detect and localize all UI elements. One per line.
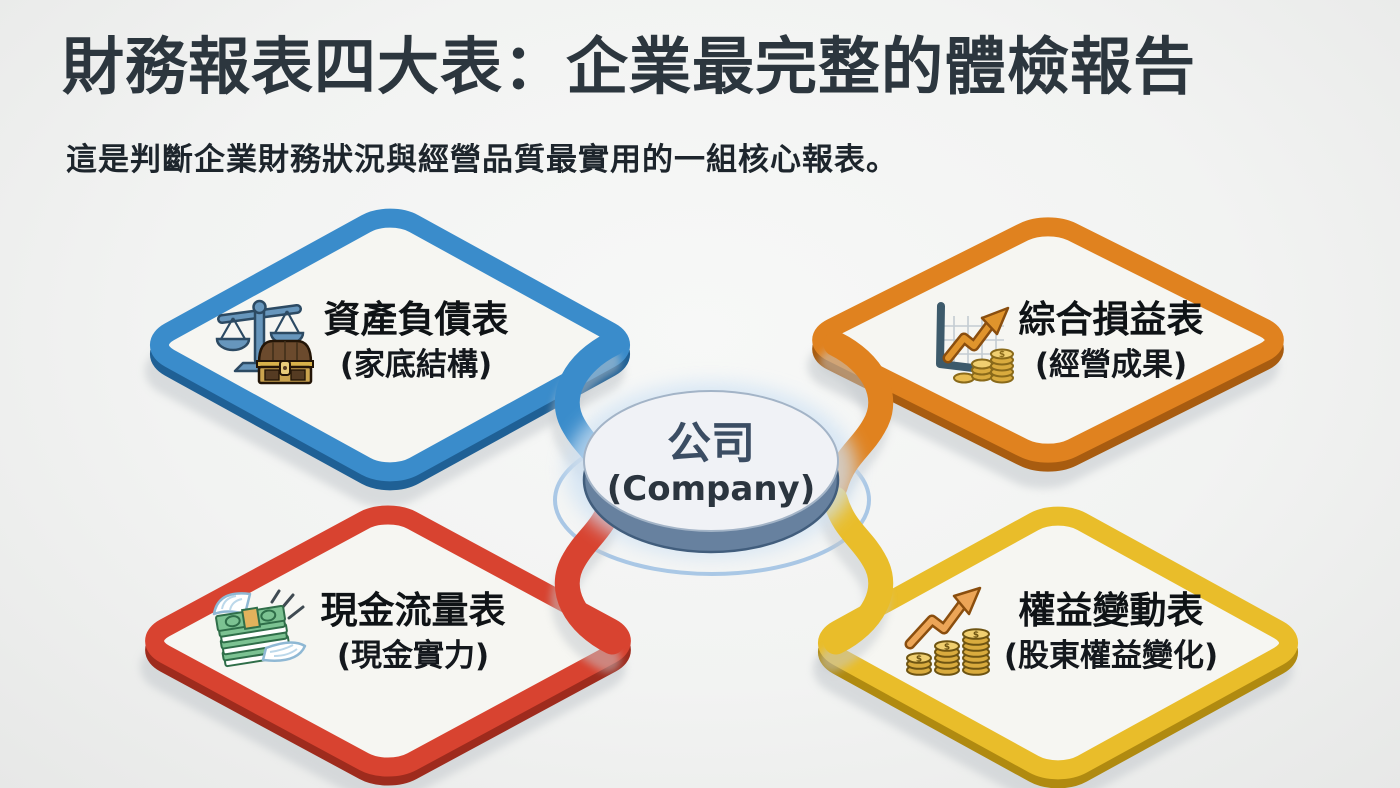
center-ellipse — [583, 390, 839, 532]
node-title: 現金流量表 — [320, 589, 506, 632]
node-label-equity-change: 權益變動表 (股東權益變化) — [1000, 589, 1222, 675]
center-node-label: 公司 (Company) — [586, 418, 836, 510]
node-label-cash-flow: 現金流量表 (現金實力) — [318, 589, 508, 675]
node-subtitle: (家底結構) — [339, 346, 493, 383]
node-subtitle: (經營成果) — [1034, 346, 1188, 383]
node-subtitle: (股東權益變化) — [1003, 637, 1219, 674]
node-title: 權益變動表 — [1018, 589, 1204, 632]
node-label-income-statement: 綜合損益表 (經營成果) — [1016, 298, 1206, 384]
connector-equity-change — [822, 486, 894, 655]
node-label-balance-sheet: 資產負債表 (家底結構) — [318, 298, 514, 384]
diamond-balance-sheet — [145, 210, 634, 479]
page-title: 財務報表四大表：企業最完整的體檢報告 — [62, 30, 1197, 103]
diamond-equity-change — [813, 508, 1302, 777]
diamond-income-statement — [808, 220, 1289, 460]
svg-text:$: $ — [916, 655, 922, 665]
rising-coins-arrow-icon: $ $ $ — [904, 586, 990, 676]
node-title: 綜合損益表 — [1018, 298, 1204, 341]
growth-chart-icon: $ — [936, 302, 1014, 384]
svg-text:$: $ — [944, 643, 950, 653]
diamond-cash-flow — [141, 507, 636, 774]
flying-money-icon — [212, 589, 307, 668]
svg-text:$: $ — [999, 350, 1005, 360]
node-title: 資產負債表 — [323, 298, 509, 341]
svg-text:$: $ — [973, 631, 979, 641]
balance-scale-icon — [215, 299, 314, 385]
center-node-subtitle: (Company) — [606, 469, 816, 510]
page-subtitle: 這是判斷企業財務狀況與經營品質最實用的一組核心報表。 — [66, 142, 898, 178]
center-node-title: 公司 — [667, 418, 755, 469]
node-subtitle: (現金實力) — [336, 637, 490, 674]
